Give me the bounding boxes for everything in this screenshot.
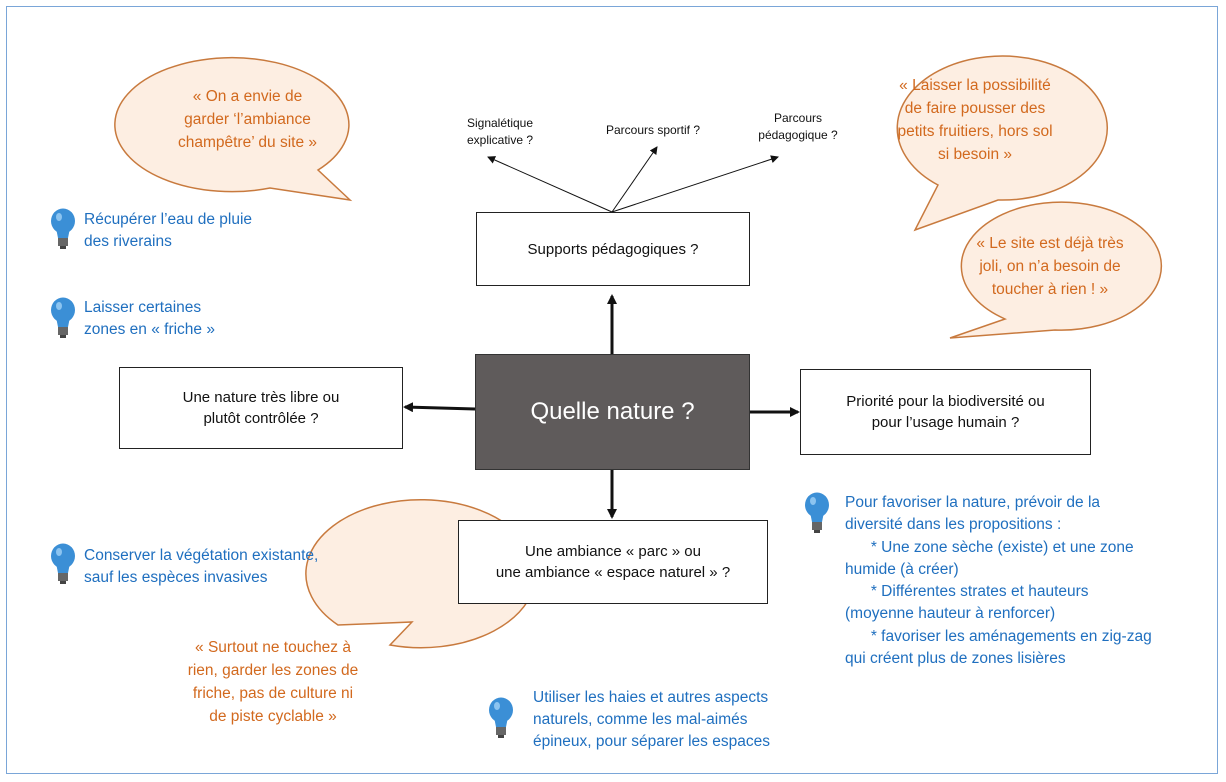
lightbulb-icon <box>51 297 75 338</box>
nature-libre-box: Une nature très libre ou plutôt contrôlé… <box>119 367 403 449</box>
quote-bubble-fruitiers <box>896 55 1109 232</box>
quote-bubble-joli <box>949 201 1163 339</box>
idea-haies: Utiliser les haies et autres aspects nat… <box>533 689 770 750</box>
idea-diversite: Pour favoriser la nature, prévoir de la … <box>845 494 1152 668</box>
quote-fruitiers: « Laisser la possibilité de faire pousse… <box>897 77 1053 163</box>
option-signaletique: Signalétique explicative ? <box>466 116 534 147</box>
lightbulb-icon <box>805 492 829 533</box>
quote-bubble-ambiance <box>114 56 353 202</box>
arrow-to-sportif <box>611 146 658 213</box>
supports-pedagogiques-box: Supports pédagogiques ? <box>476 212 750 286</box>
option-parcours-sportif: Parcours sportif ? <box>605 123 701 137</box>
lightbulb-icon <box>51 543 75 584</box>
quote-ambiance: « On a envie de garder ‘l’ambiance champ… <box>177 88 317 151</box>
lightbulb-icon <box>51 208 75 249</box>
quote-joli: « Le site est déjà très joli, on n’a bes… <box>976 235 1124 298</box>
option-parcours-pedagogique: Parcours pédagogique ? <box>758 111 838 142</box>
ambiance-box: Une ambiance « parc » ou une ambiance « … <box>458 520 768 604</box>
idea-eau-de-pluie: Récupérer l’eau de pluie des riverains <box>84 211 253 250</box>
central-question: Quelle nature ? <box>475 354 750 470</box>
lightbulb-icon <box>489 697 513 738</box>
quote-surtout: « Surtout ne touchez à rien, garder les … <box>187 639 359 725</box>
idea-zones-friche: Laisser certaines zones en « friche » <box>84 299 215 338</box>
arrow-to-signaletique <box>487 156 613 213</box>
arrow-to-left <box>403 402 476 413</box>
priorite-biodiversite-box: Priorité pour la biodiversité ou pour l’… <box>800 369 1091 455</box>
idea-vegetation-existante: Conserver la végétation existante, sauf … <box>84 547 319 586</box>
diagram-frame <box>6 6 1218 774</box>
arrow-to-pedagogique <box>611 155 779 213</box>
